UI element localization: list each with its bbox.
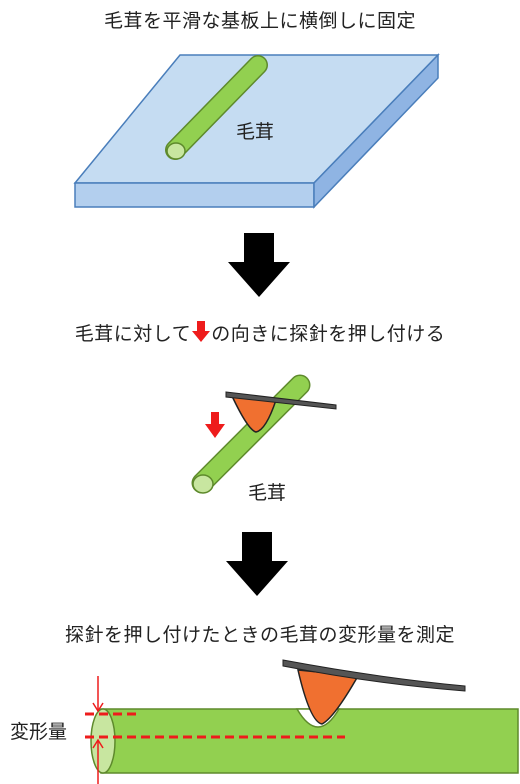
deformation-markers: [85, 676, 345, 784]
deformation-label: 変形量: [10, 721, 68, 743]
probe-step3: [282, 659, 466, 725]
step3-caption: 探針を押し付けたときの毛茸の変形量を測定: [64, 624, 455, 646]
step1-caption: 毛茸を平滑な基板上に横倒しに固定: [103, 10, 416, 32]
step-arrow-2: [226, 532, 288, 596]
step2-caption: 毛茸に対して の向きに探針を押し付ける: [0, 319, 520, 346]
step2-caption-after: の向きに探針を押し付ける: [211, 323, 446, 345]
step-arrow-1: [228, 233, 290, 297]
down-arrow-icon: [191, 321, 211, 342]
hair-step3: [90, 708, 519, 774]
hair-label-step1: 毛茸: [236, 121, 275, 143]
hair-on-substrate: [165, 55, 268, 160]
step2-caption-before: 毛茸に対して: [74, 323, 192, 345]
hair-label-step2: 毛茸: [248, 482, 287, 504]
probe-step2: [225, 391, 337, 433]
force-arrow-icon: [205, 412, 225, 438]
